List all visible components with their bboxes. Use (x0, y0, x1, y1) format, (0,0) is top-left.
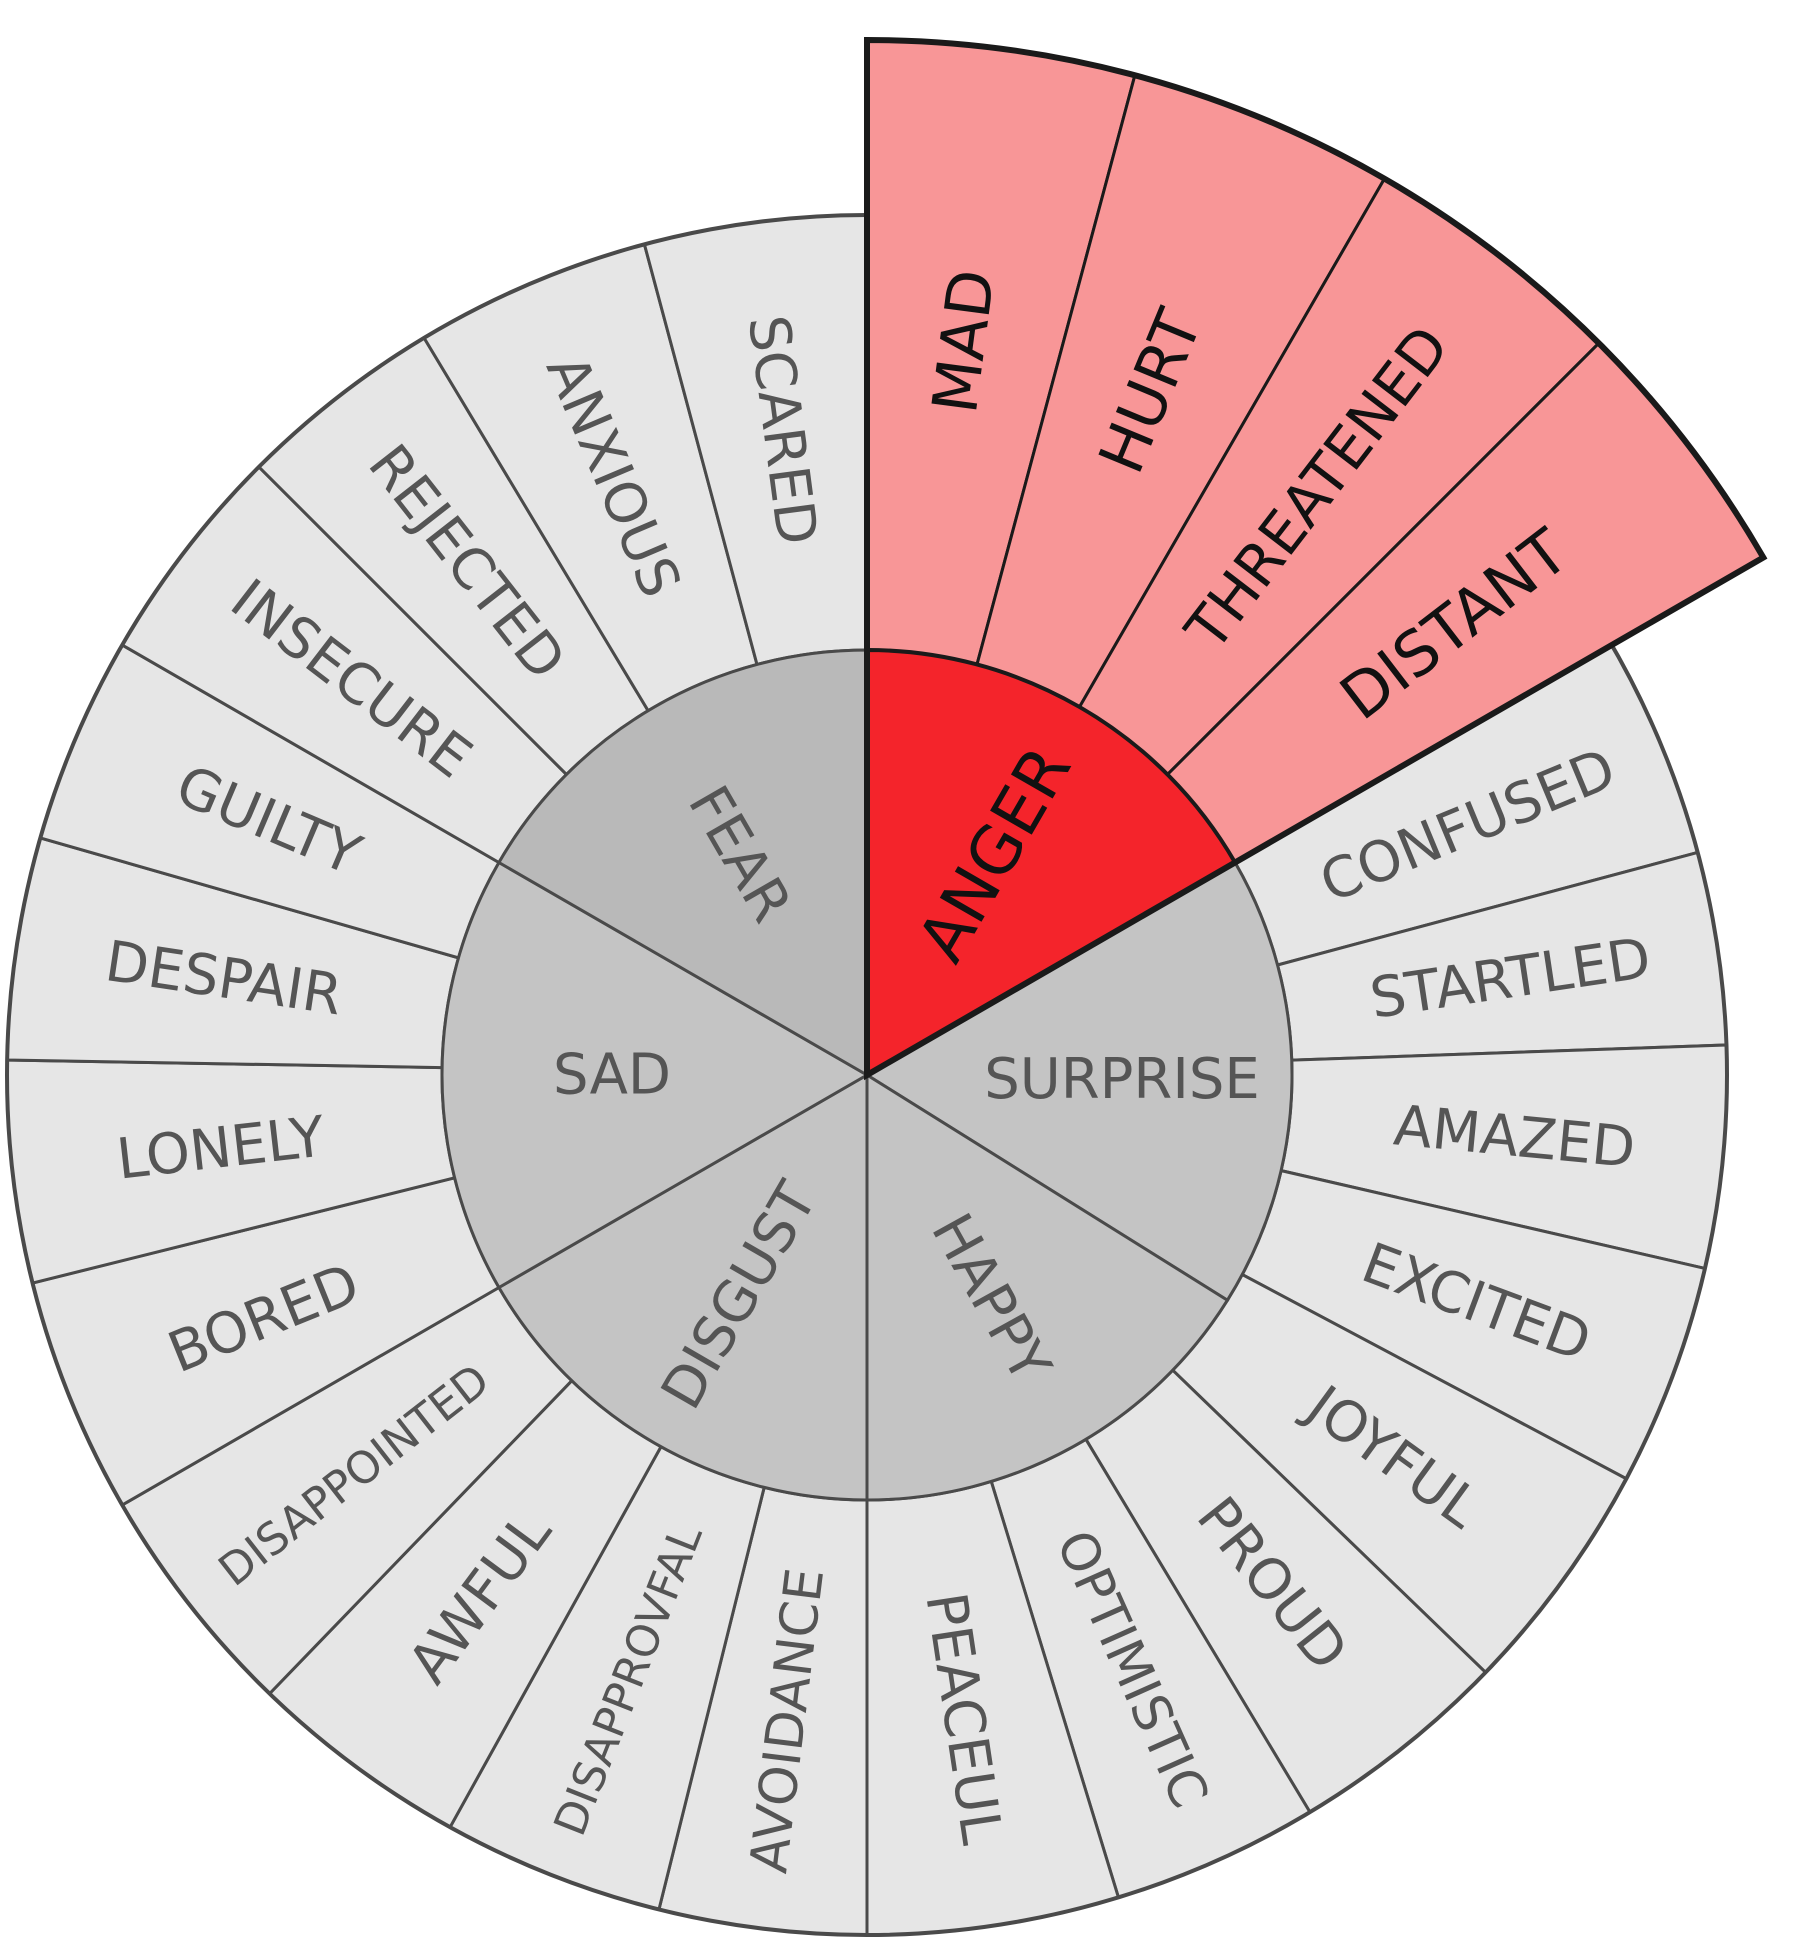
core-sector-surprise[interactable] (864, 860, 1294, 1303)
highlighted-group (864, 36, 1768, 1081)
core-label-surprise: SURPRISE (984, 1047, 1260, 1112)
highlight-outline (864, 36, 1768, 1081)
core-ring (440, 648, 1294, 1502)
core-sector-anger[interactable] (865, 647, 1238, 1079)
core-sector-sad[interactable] (440, 860, 871, 1290)
core-label-sad: SAD (553, 1043, 671, 1108)
core-sector-disgust[interactable] (496, 1072, 869, 1502)
core-sector-happy[interactable] (865, 1072, 1230, 1502)
core-sector-fear[interactable] (496, 648, 869, 1078)
outer-ring (5, 213, 1729, 1937)
